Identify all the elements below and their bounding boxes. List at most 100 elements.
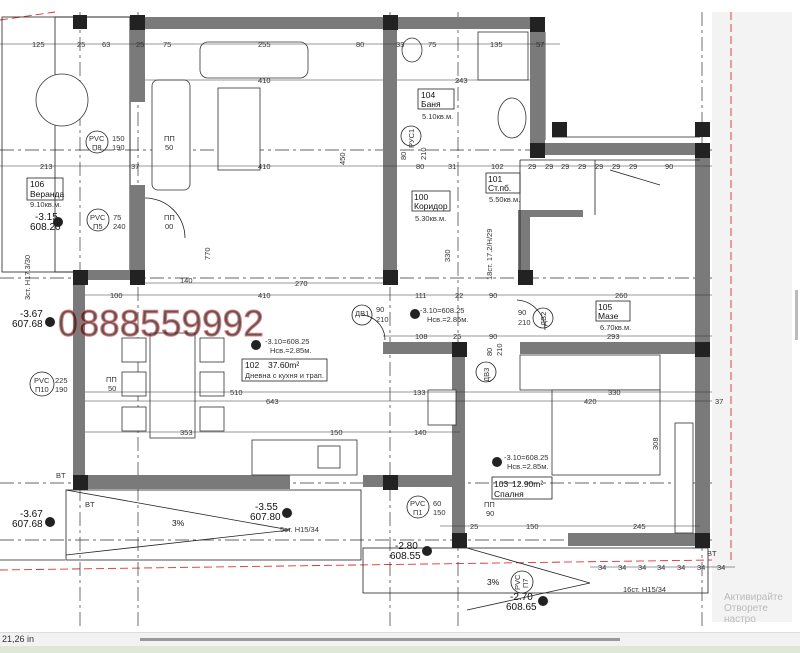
svg-text:293: 293 bbox=[607, 332, 620, 341]
room-veranda: 106 Веранда 9.10кв.м. bbox=[26, 177, 65, 209]
svg-text:25: 25 bbox=[77, 40, 85, 49]
svg-text:12.90m²: 12.90m² bbox=[512, 479, 543, 489]
svg-text:PVC: PVC bbox=[89, 134, 105, 143]
svg-text:75: 75 bbox=[113, 213, 121, 222]
svg-text:80: 80 bbox=[485, 348, 494, 356]
svg-text:450: 450 bbox=[338, 152, 347, 165]
room-living: 102 37.60m² Дневна с кухня и трап. bbox=[241, 358, 328, 382]
svg-text:608.65: 608.65 bbox=[506, 602, 537, 613]
svg-text:80: 80 bbox=[356, 40, 364, 49]
svg-text:410: 410 bbox=[258, 162, 271, 171]
svg-text:353: 353 bbox=[180, 428, 193, 437]
svg-text:225: 225 bbox=[55, 376, 68, 385]
room-bath: 104 Баня 5.10кв.м. bbox=[417, 88, 455, 121]
svg-text:ПП: ПП bbox=[164, 213, 175, 222]
svg-text:-3.15: -3.15 bbox=[35, 212, 58, 223]
svg-text:50: 50 bbox=[108, 384, 116, 393]
columns bbox=[73, 15, 710, 548]
svg-text:-3.67: -3.67 bbox=[20, 509, 43, 520]
svg-text:245: 245 bbox=[633, 522, 646, 531]
svg-text:150: 150 bbox=[112, 134, 125, 143]
svg-text:16ст. H15/34: 16ст. H15/34 bbox=[623, 585, 666, 594]
svg-text:-3.10=608.25: -3.10=608.25 bbox=[265, 337, 309, 346]
svg-text:6.70кв.м.: 6.70кв.м. bbox=[600, 323, 631, 332]
svg-text:260: 260 bbox=[615, 291, 628, 300]
svg-text:-3.55: -3.55 bbox=[255, 502, 278, 513]
svg-text:103: 103 bbox=[494, 479, 508, 489]
svg-text:607.80: 607.80 bbox=[250, 512, 281, 523]
svg-text:90: 90 bbox=[486, 509, 494, 518]
svg-text:Коридор: Коридор bbox=[414, 201, 448, 211]
svg-text:100: 100 bbox=[414, 192, 428, 202]
svg-text:101: 101 bbox=[488, 174, 502, 184]
svg-text:BT: BT bbox=[85, 500, 95, 509]
svg-text:106: 106 bbox=[30, 179, 44, 189]
svg-text:Нсв.=2.85м.: Нсв.=2.85м. bbox=[427, 315, 468, 324]
svg-text:29: 29 bbox=[561, 162, 569, 171]
svg-text:643: 643 bbox=[266, 397, 279, 406]
stair-labels: 3ст. H17.3/30 18ст. 17.2/H/29 5ст. H15/3… bbox=[23, 229, 666, 594]
svg-text:25: 25 bbox=[470, 522, 478, 531]
svg-text:510: 510 bbox=[230, 388, 243, 397]
sofa bbox=[199, 41, 309, 79]
svg-text:104: 104 bbox=[421, 90, 435, 100]
svg-text:25: 25 bbox=[136, 40, 144, 49]
sink bbox=[317, 445, 341, 469]
svg-text:37: 37 bbox=[131, 162, 139, 171]
svg-text:102: 102 bbox=[491, 162, 504, 171]
svg-text:34: 34 bbox=[638, 563, 646, 572]
svg-text:Мазе: Мазе bbox=[598, 311, 619, 321]
svg-text:410: 410 bbox=[258, 291, 271, 300]
svg-text:-3.67: -3.67 bbox=[20, 309, 43, 320]
svg-text:Дневна с кухня и трап.: Дневна с кухня и трап. bbox=[245, 371, 324, 380]
svg-text:-3.10=608.25: -3.10=608.25 bbox=[504, 453, 548, 462]
svg-text:П1: П1 bbox=[413, 508, 423, 517]
washbasin bbox=[497, 97, 527, 139]
svg-text:108: 108 bbox=[415, 332, 428, 341]
neighbor-area bbox=[712, 12, 792, 622]
svg-text:410: 410 bbox=[258, 76, 271, 85]
svg-text:34: 34 bbox=[657, 563, 665, 572]
shower bbox=[477, 31, 529, 81]
svg-text:Веранда: Веранда bbox=[30, 189, 65, 199]
svg-text:Нсв.=2.85м.: Нсв.=2.85м. bbox=[270, 346, 311, 355]
horizontal-scrollbar[interactable] bbox=[140, 638, 620, 641]
outlines bbox=[0, 16, 709, 611]
svg-text:243: 243 bbox=[455, 76, 468, 85]
activation-line-1: Активирайте bbox=[724, 592, 783, 603]
svg-text:5.50кв.м.: 5.50кв.м. bbox=[489, 195, 520, 204]
vertical-scrollbar[interactable] bbox=[795, 290, 798, 340]
svg-text:-2.80: -2.80 bbox=[395, 541, 418, 552]
svg-text:255: 255 bbox=[258, 40, 271, 49]
svg-text:770: 770 bbox=[203, 247, 212, 260]
svg-text:Спалня: Спалня bbox=[494, 489, 524, 499]
svg-text:607.68: 607.68 bbox=[12, 319, 43, 330]
svg-text:57: 57 bbox=[536, 40, 544, 49]
svg-text:80: 80 bbox=[416, 162, 424, 171]
svg-text:150: 150 bbox=[526, 522, 539, 531]
svg-text:150: 150 bbox=[330, 428, 343, 437]
svg-text:90: 90 bbox=[376, 305, 384, 314]
svg-text:100: 100 bbox=[110, 291, 123, 300]
room-cellar: 105 Мазе 6.70кв.м. bbox=[595, 300, 631, 332]
dimension-texts: 125 25 63 25 75 255 80 33 75 135 57 410 … bbox=[32, 40, 725, 572]
svg-text:75: 75 bbox=[428, 40, 436, 49]
taskbar-strip bbox=[0, 646, 800, 653]
svg-text:34: 34 bbox=[717, 563, 725, 572]
svg-text:PVC: PVC bbox=[90, 213, 106, 222]
toilet bbox=[401, 37, 423, 63]
svg-text:П5: П5 bbox=[93, 222, 103, 231]
windows-activation-watermark: Активирайте Отворете настро bbox=[724, 592, 800, 625]
svg-text:Нсв.=2.85м.: Нсв.=2.85м. bbox=[507, 462, 548, 471]
phone-watermark: 0888559992 bbox=[58, 303, 264, 344]
dimension-lines bbox=[0, 43, 735, 568]
bed-headboard bbox=[519, 354, 661, 391]
cooktop bbox=[427, 389, 457, 426]
svg-text:ДВ3: ДВ3 bbox=[482, 368, 491, 382]
svg-text:102: 102 bbox=[245, 360, 259, 370]
door-swings bbox=[144, 197, 546, 341]
svg-text:-2.70: -2.70 bbox=[510, 592, 533, 603]
svg-text:18ст. 17.2/H/29: 18ст. 17.2/H/29 bbox=[485, 229, 494, 280]
svg-text:63: 63 bbox=[102, 40, 110, 49]
